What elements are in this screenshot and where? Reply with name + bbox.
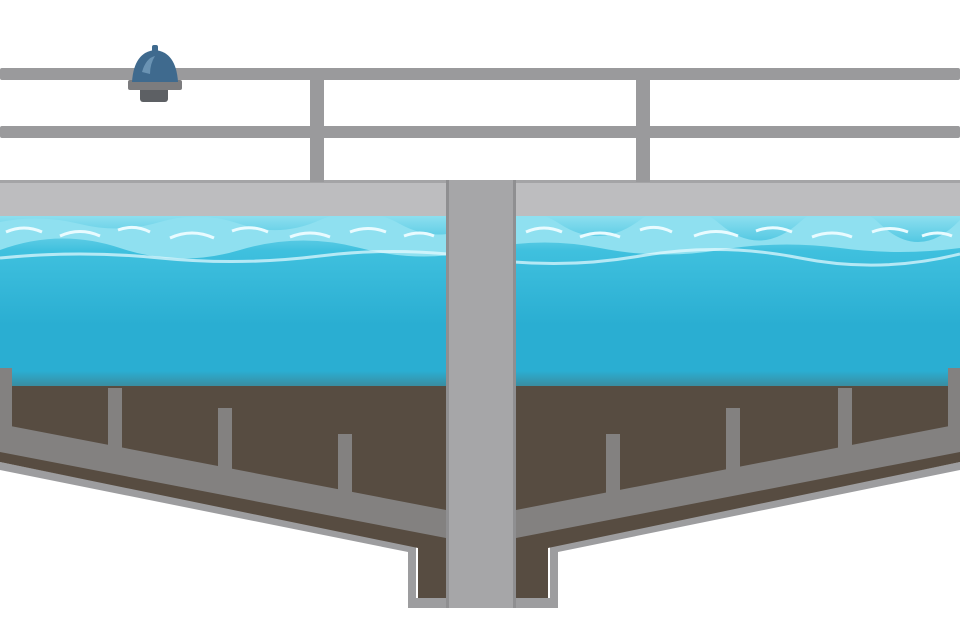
- scraper-blade: [338, 434, 352, 494]
- tank-wall-left: [0, 462, 416, 600]
- scraper-blade: [838, 388, 852, 450]
- scraper-blade: [726, 408, 740, 470]
- railing-mid-bar: [0, 126, 960, 138]
- scraper-arm-right: [516, 424, 960, 538]
- beacon-light-dome: [132, 50, 178, 82]
- scraper-blade: [948, 368, 960, 434]
- scraper-blade: [0, 368, 12, 434]
- water-foam-lines: [5, 225, 953, 240]
- center-column-edge-left: [446, 180, 449, 608]
- beacon-light-highlight: [142, 56, 155, 74]
- scraper-blade: [218, 408, 232, 470]
- railing-post: [636, 76, 650, 182]
- beacon-light: [128, 45, 182, 102]
- safety-railing: [0, 68, 960, 182]
- scraper-blade: [108, 388, 122, 450]
- scraper-arm-left: [0, 424, 446, 538]
- scraper-assembly: [0, 368, 960, 538]
- beacon-light-mount: [128, 80, 182, 90]
- beacon-light-icon: [128, 45, 182, 102]
- beacon-light-tip: [152, 45, 158, 52]
- center-column-edge-right: [513, 180, 516, 608]
- scraper-blade: [606, 434, 620, 494]
- center-column: [446, 180, 516, 608]
- center-column-shaft: [446, 180, 516, 608]
- tank-wall-right: [550, 462, 960, 600]
- railing-top-bar: [0, 68, 960, 80]
- railing-post: [310, 76, 324, 182]
